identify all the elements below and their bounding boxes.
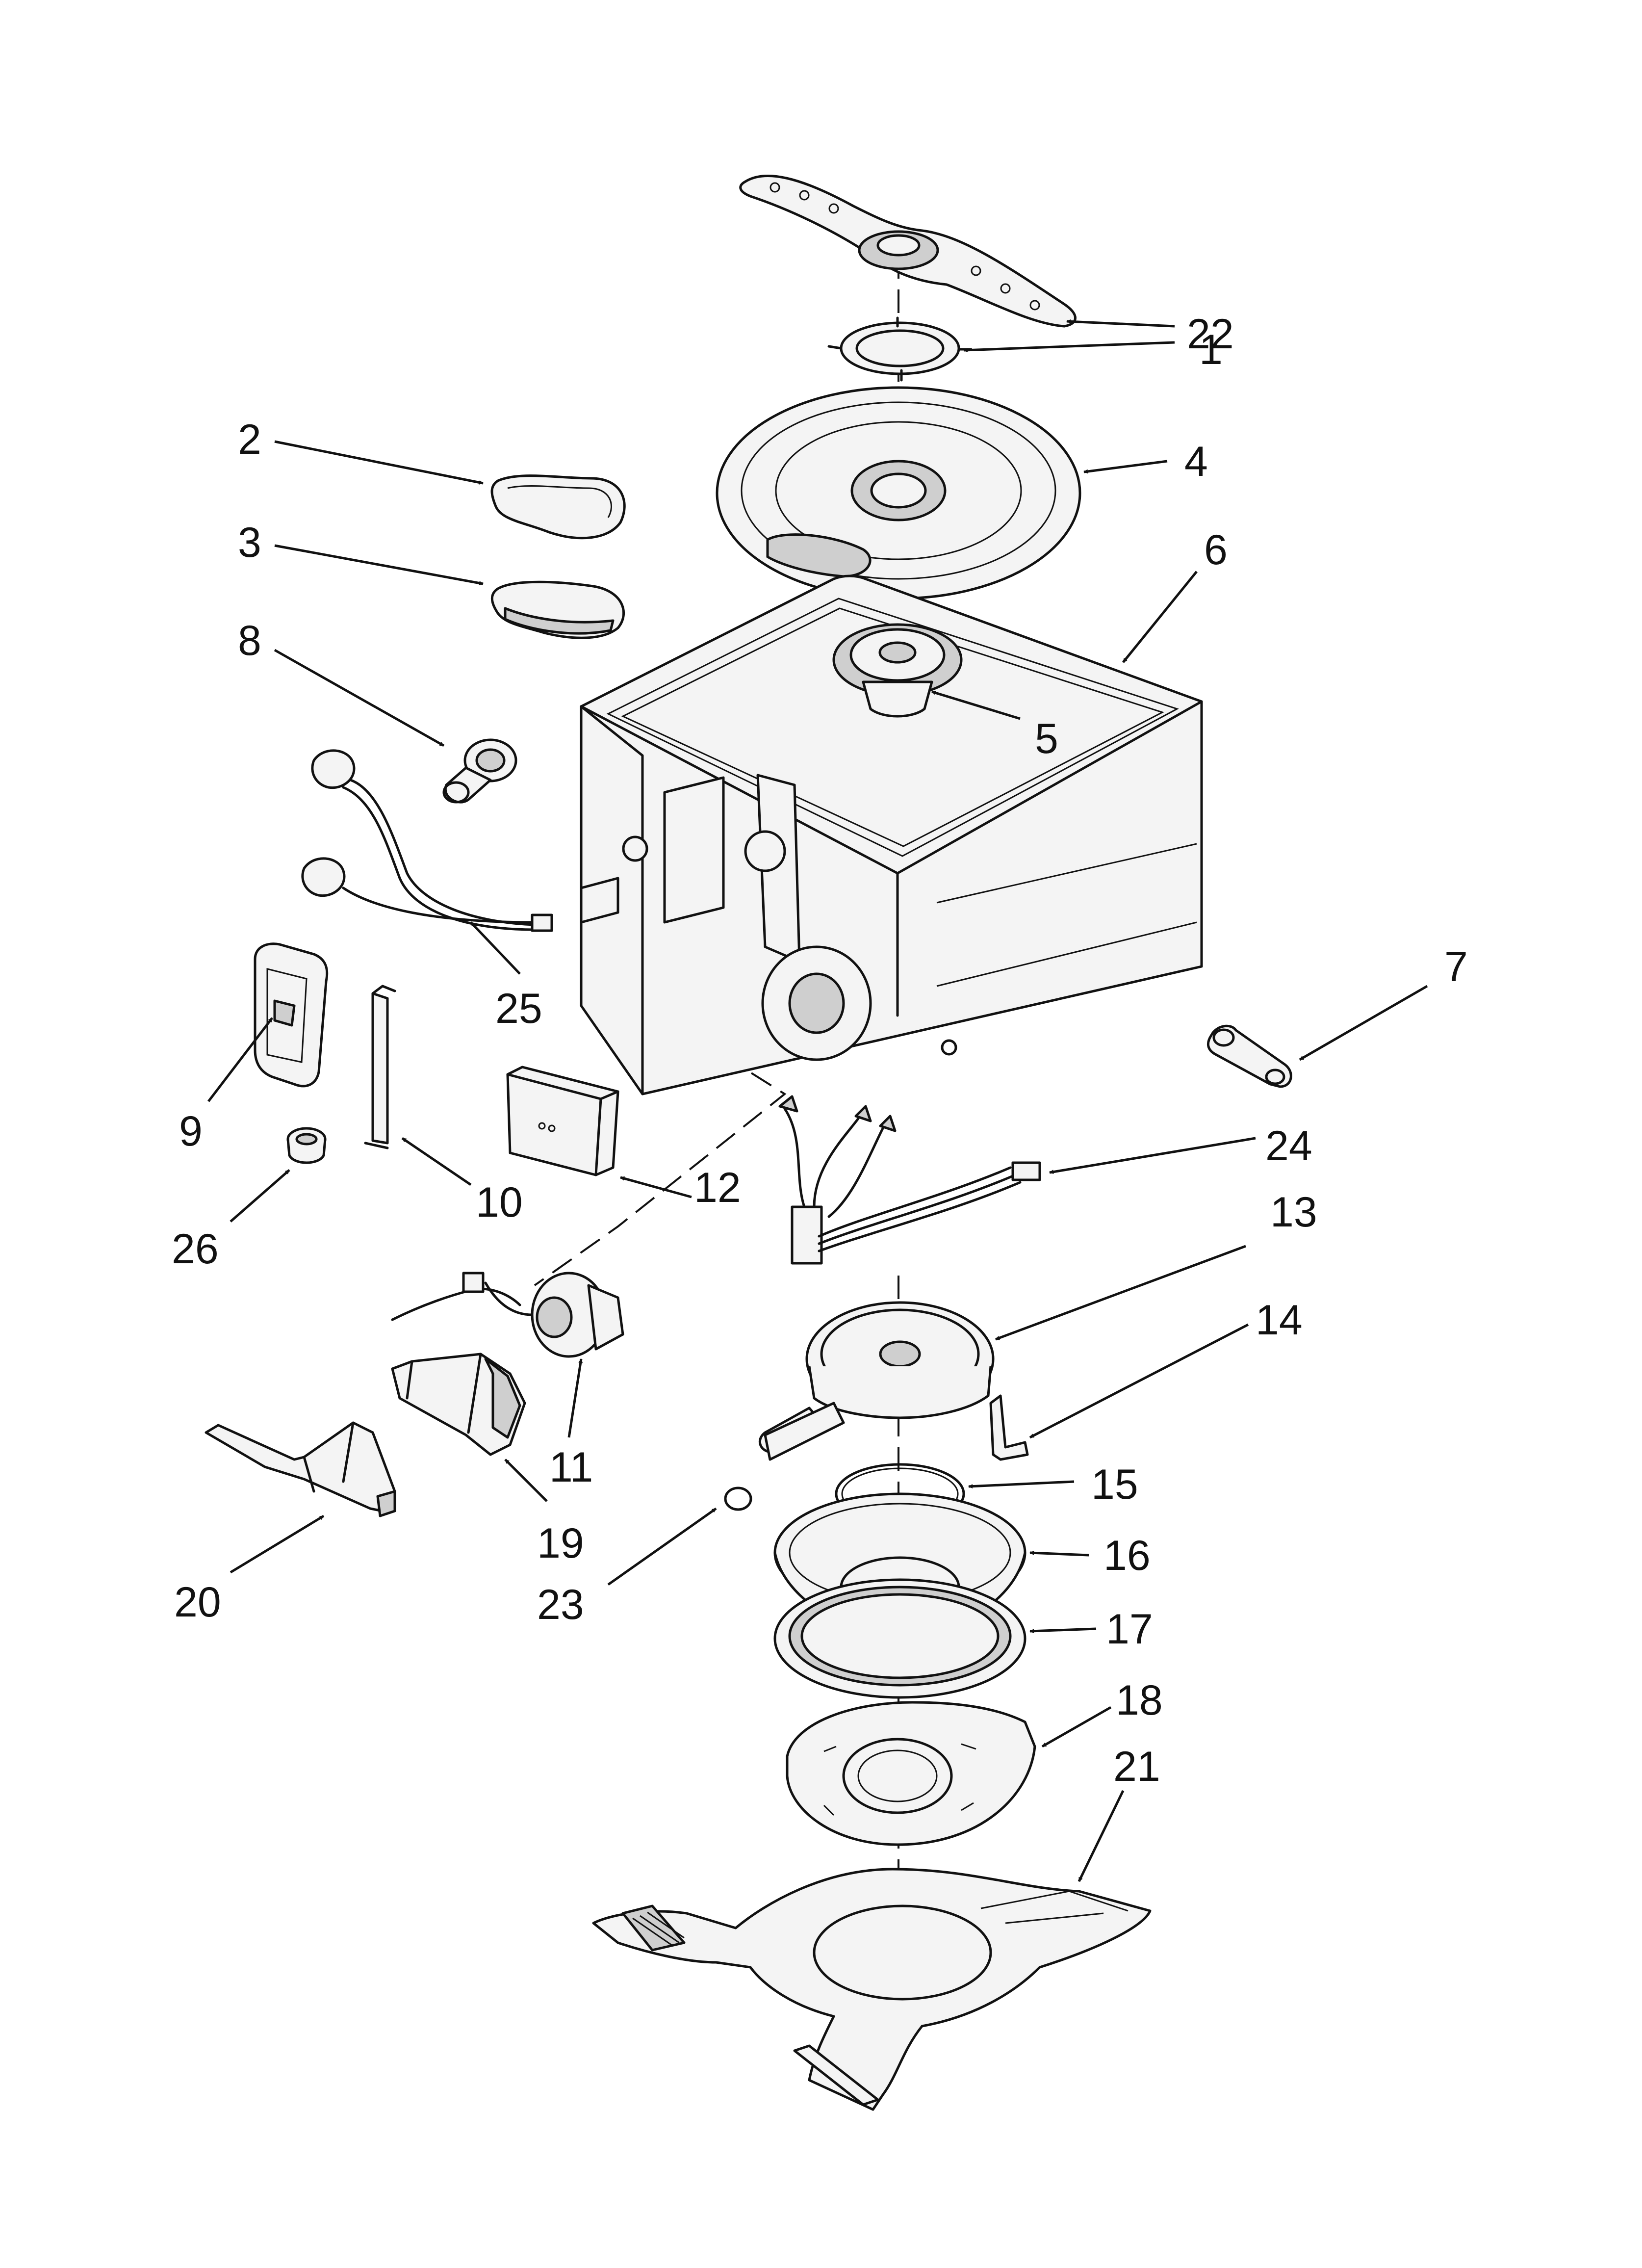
callout-4: 4 bbox=[1184, 438, 1208, 485]
thin-bracket-part-10 bbox=[364, 985, 396, 1149]
wire-harness-part-24 bbox=[778, 1095, 1041, 1265]
callout-10: 10 bbox=[476, 1179, 523, 1226]
leader-16 bbox=[1029, 1550, 1089, 1557]
leader-22 bbox=[1066, 319, 1175, 328]
filter-part-3 bbox=[490, 580, 625, 639]
base-pan-part-21 bbox=[592, 1868, 1152, 2111]
callout-18: 18 bbox=[1116, 1677, 1163, 1724]
callout-9: 9 bbox=[179, 1108, 203, 1155]
tub-base-part-6 bbox=[580, 574, 1203, 1095]
sump-housing-part-13 bbox=[758, 1301, 995, 1461]
callout-5: 5 bbox=[1035, 715, 1058, 762]
leader-11 bbox=[567, 1358, 583, 1438]
callout-1: 1 bbox=[1199, 326, 1223, 373]
leader-7 bbox=[1299, 985, 1428, 1061]
callout-23: 23 bbox=[537, 1581, 584, 1628]
callout-8: 8 bbox=[238, 617, 261, 664]
leader-21 bbox=[1078, 1790, 1125, 1882]
leader-9 bbox=[207, 1017, 273, 1102]
small-o-ring-part-23 bbox=[724, 1486, 752, 1511]
callout-25: 25 bbox=[495, 985, 542, 1032]
callout-13: 13 bbox=[1270, 1189, 1317, 1236]
cover-plate-part-4 bbox=[716, 386, 1081, 600]
pump-impeller-part-5 bbox=[832, 623, 963, 718]
leader-26 bbox=[230, 1169, 290, 1223]
leader-18 bbox=[1041, 1706, 1112, 1748]
leader-14 bbox=[1029, 1323, 1249, 1439]
callout-3: 3 bbox=[238, 519, 261, 566]
callout-26: 26 bbox=[172, 1225, 219, 1273]
wire-harness-part-25 bbox=[301, 749, 553, 932]
leader-23 bbox=[607, 1507, 717, 1586]
spray-arm-part-22 bbox=[739, 174, 1077, 328]
base-plate-part-18 bbox=[786, 1701, 1036, 1846]
leader-6 bbox=[1122, 571, 1198, 663]
vent-duct-part-20 bbox=[205, 1421, 396, 1517]
callout-6: 6 bbox=[1204, 526, 1228, 574]
gasket-ring-part-17 bbox=[773, 1578, 1026, 1699]
leader-15 bbox=[968, 1480, 1075, 1489]
leader-3 bbox=[274, 544, 484, 585]
sensor-bracket-part-14 bbox=[989, 1394, 1029, 1461]
callout-20: 20 bbox=[174, 1579, 221, 1626]
ring-part-1 bbox=[827, 316, 973, 382]
leader-20 bbox=[230, 1514, 325, 1574]
leader-1 bbox=[963, 341, 1175, 353]
motor-part-11 bbox=[391, 1272, 624, 1358]
fitting-part-8 bbox=[442, 738, 517, 804]
leader-24 bbox=[1049, 1137, 1256, 1174]
leader-4 bbox=[1083, 460, 1168, 474]
leader-10 bbox=[401, 1137, 472, 1186]
callout-7: 7 bbox=[1444, 943, 1468, 991]
callout-11: 11 bbox=[549, 1444, 593, 1491]
clip-part-7 bbox=[1206, 1024, 1292, 1088]
leader-25 bbox=[470, 921, 521, 975]
callout-12: 12 bbox=[694, 1164, 741, 1211]
callout-15: 15 bbox=[1091, 1461, 1138, 1508]
callout-24: 24 bbox=[1265, 1122, 1312, 1170]
bracket-plate-part-9 bbox=[254, 942, 329, 1088]
gasket-part-2 bbox=[490, 474, 626, 540]
leader-17 bbox=[1029, 1627, 1097, 1634]
small-cap-part-26 bbox=[286, 1127, 327, 1164]
duct-part-19 bbox=[391, 1353, 526, 1456]
callout-19: 19 bbox=[537, 1520, 584, 1567]
leader-2 bbox=[274, 440, 484, 485]
leader-13 bbox=[995, 1245, 1246, 1341]
leader-19 bbox=[504, 1459, 548, 1502]
callout-2: 2 bbox=[238, 416, 261, 463]
callout-22: 22 bbox=[1187, 311, 1234, 358]
callout-16: 16 bbox=[1103, 1532, 1151, 1579]
callout-14: 14 bbox=[1256, 1297, 1303, 1344]
leader-8 bbox=[274, 649, 445, 747]
leader-12 bbox=[620, 1176, 692, 1199]
callout-21: 21 bbox=[1113, 1743, 1160, 1790]
callout-17: 17 bbox=[1106, 1606, 1153, 1653]
leader-5 bbox=[931, 690, 1021, 720]
control-module-part-12 bbox=[506, 1066, 619, 1176]
